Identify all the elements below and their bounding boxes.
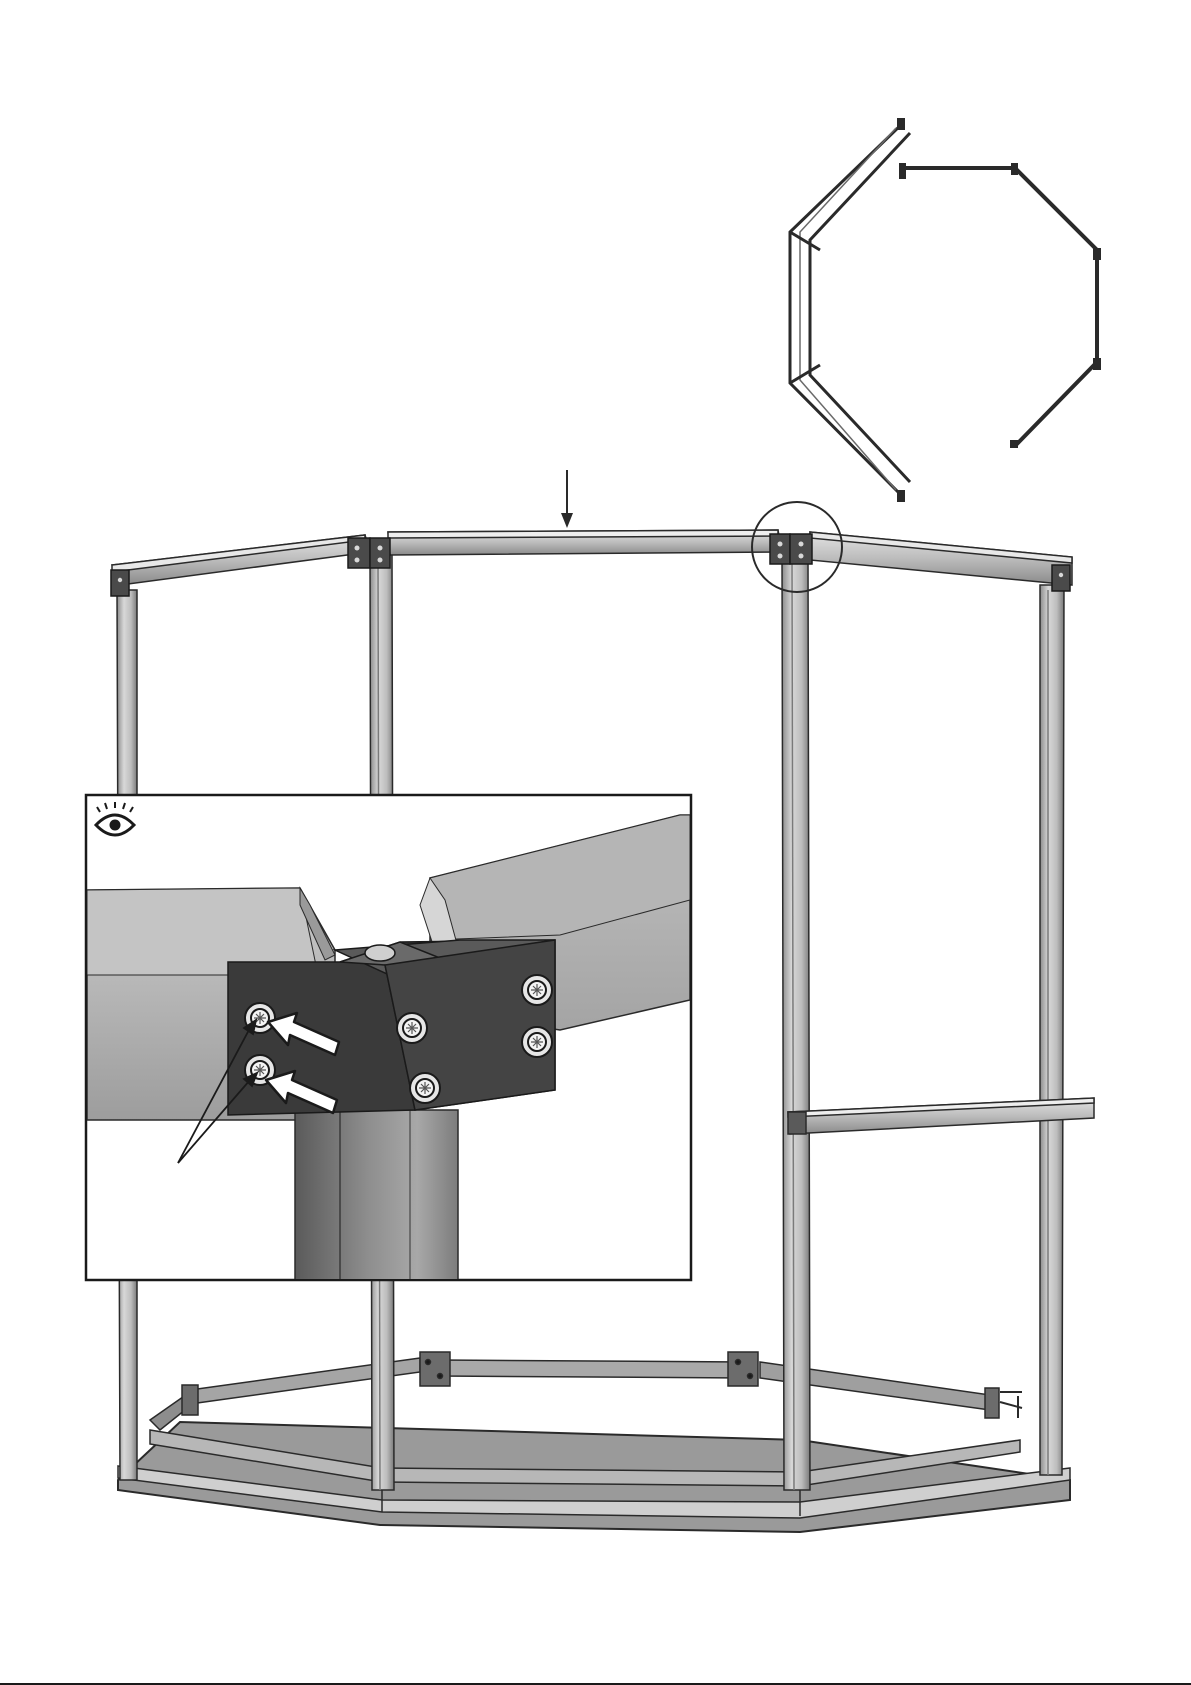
screw — [522, 975, 552, 1005]
loose-rail-ends — [1000, 1392, 1022, 1418]
base-frame — [118, 1422, 1070, 1532]
inset-detail — [86, 795, 691, 1285]
screw — [522, 1027, 552, 1057]
inset-post — [295, 1110, 458, 1285]
octagon-plan-view — [790, 118, 1101, 502]
post-far-right — [1040, 585, 1064, 1475]
post-right-front — [782, 555, 810, 1490]
screw — [397, 1013, 427, 1043]
plan-corner-posts — [897, 118, 1101, 502]
screw — [410, 1073, 440, 1103]
rear-base-rails — [150, 1358, 990, 1430]
plan-remaining-sides — [903, 168, 1097, 446]
top-rails — [112, 530, 1072, 585]
plan-highlighted-sides — [790, 123, 910, 497]
rail-pointer-arrow — [561, 470, 573, 528]
